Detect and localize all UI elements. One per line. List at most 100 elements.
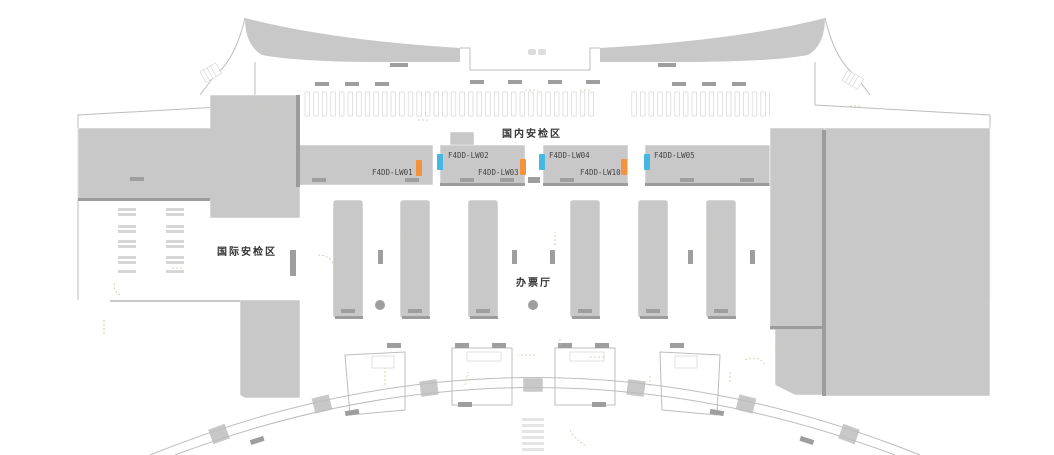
- lane: [700, 91, 706, 117]
- check-in-islands: [332, 199, 737, 319]
- lane: [648, 91, 654, 117]
- lane: [708, 91, 715, 117]
- east-block: [769, 90, 991, 397]
- lane: [313, 91, 319, 117]
- lane: [399, 91, 405, 117]
- lane: [382, 91, 388, 117]
- lw04-marker[interactable]: [539, 154, 545, 170]
- lane: [726, 91, 732, 117]
- island-tab: [578, 309, 592, 313]
- check-in-island[interactable]: [705, 199, 737, 319]
- lane: [425, 91, 431, 117]
- island-tab: [476, 309, 490, 313]
- lw05-label: F4DD-LW05: [654, 151, 695, 160]
- island-tab: [646, 309, 660, 313]
- lane: [433, 91, 439, 117]
- island-shadow: [640, 316, 668, 319]
- check-in-island[interactable]: [332, 199, 364, 319]
- lane: [657, 91, 663, 117]
- check-in-island[interactable]: [637, 199, 669, 319]
- check-in-island[interactable]: [399, 199, 431, 319]
- lane: [390, 91, 396, 117]
- lane: [536, 91, 543, 117]
- lane: [502, 91, 508, 117]
- island-shadow: [335, 316, 363, 319]
- lane: [717, 91, 723, 117]
- stairs-ne: [841, 69, 864, 90]
- west-lower-block: [239, 299, 301, 399]
- lane: [485, 91, 491, 117]
- pillar: [375, 300, 385, 310]
- lane: [476, 91, 482, 117]
- lw10-marker[interactable]: [621, 159, 627, 175]
- lane: [373, 91, 379, 117]
- lane: [562, 91, 568, 117]
- island-shadow: [402, 316, 430, 319]
- lane: [459, 91, 465, 117]
- lane: [665, 91, 672, 117]
- domestic-security-label: 国内安检区: [502, 127, 562, 140]
- lane: [545, 91, 551, 117]
- flow-arrows: [103, 89, 862, 446]
- lane: [339, 91, 345, 117]
- lane: [347, 91, 353, 117]
- lane: [579, 91, 586, 117]
- lane: [734, 91, 740, 117]
- lane: [416, 91, 422, 117]
- lane: [407, 91, 414, 117]
- lane: [640, 91, 646, 117]
- lw04-label: F4DD-LW04: [549, 151, 590, 160]
- island-tab: [341, 309, 355, 313]
- equipment-markers: [416, 154, 650, 176]
- lane: [493, 91, 500, 117]
- lw01-marker[interactable]: [416, 160, 422, 176]
- gate-marker: [538, 49, 546, 55]
- lane: [304, 91, 310, 117]
- lane: [450, 91, 457, 117]
- west-block: [77, 94, 434, 219]
- top-tabs: [315, 63, 746, 86]
- stairs-nw: [199, 62, 222, 83]
- lane: [743, 91, 749, 117]
- lw03-marker[interactable]: [520, 159, 526, 175]
- lane: [442, 91, 448, 117]
- domestic-security-blocks: [439, 131, 771, 186]
- pillar: [528, 300, 538, 310]
- lane: [321, 91, 328, 117]
- lane: [468, 91, 474, 117]
- lw01-label: F4DD-LW01: [372, 168, 413, 177]
- lane: [674, 91, 680, 117]
- lane: [554, 91, 560, 117]
- lane: [760, 91, 766, 117]
- lane: [330, 91, 336, 117]
- lane: [356, 91, 362, 117]
- north-roof-wings: [245, 18, 825, 71]
- check-in-island[interactable]: [467, 199, 499, 319]
- check-in-island[interactable]: [569, 199, 601, 319]
- lw05-marker[interactable]: [644, 154, 650, 170]
- lw10-label: F4DD-LW10: [580, 168, 621, 177]
- lane: [631, 91, 637, 117]
- island-shadow: [572, 316, 600, 319]
- lane: [751, 91, 758, 117]
- lane: [571, 91, 577, 117]
- island-tab: [408, 309, 422, 313]
- international-security-label: 国际安检区: [217, 245, 277, 258]
- lw02-marker[interactable]: [437, 154, 443, 170]
- security-lanes: [304, 91, 775, 117]
- lw03-label: F4DD-LW03: [478, 168, 519, 177]
- lane: [691, 91, 697, 117]
- island-shadow: [470, 316, 498, 319]
- gate-marker: [528, 49, 536, 55]
- lane: [511, 91, 517, 117]
- lane: [364, 91, 371, 117]
- lw02-label: F4DD-LW02: [448, 151, 489, 160]
- lane: [683, 91, 689, 117]
- south-pods: [207, 343, 861, 451]
- lane: [528, 91, 534, 117]
- ticket-hall-label: 办票厅: [516, 276, 552, 289]
- lane: [519, 91, 525, 117]
- island-shadow: [708, 316, 736, 319]
- island-tab: [714, 309, 728, 313]
